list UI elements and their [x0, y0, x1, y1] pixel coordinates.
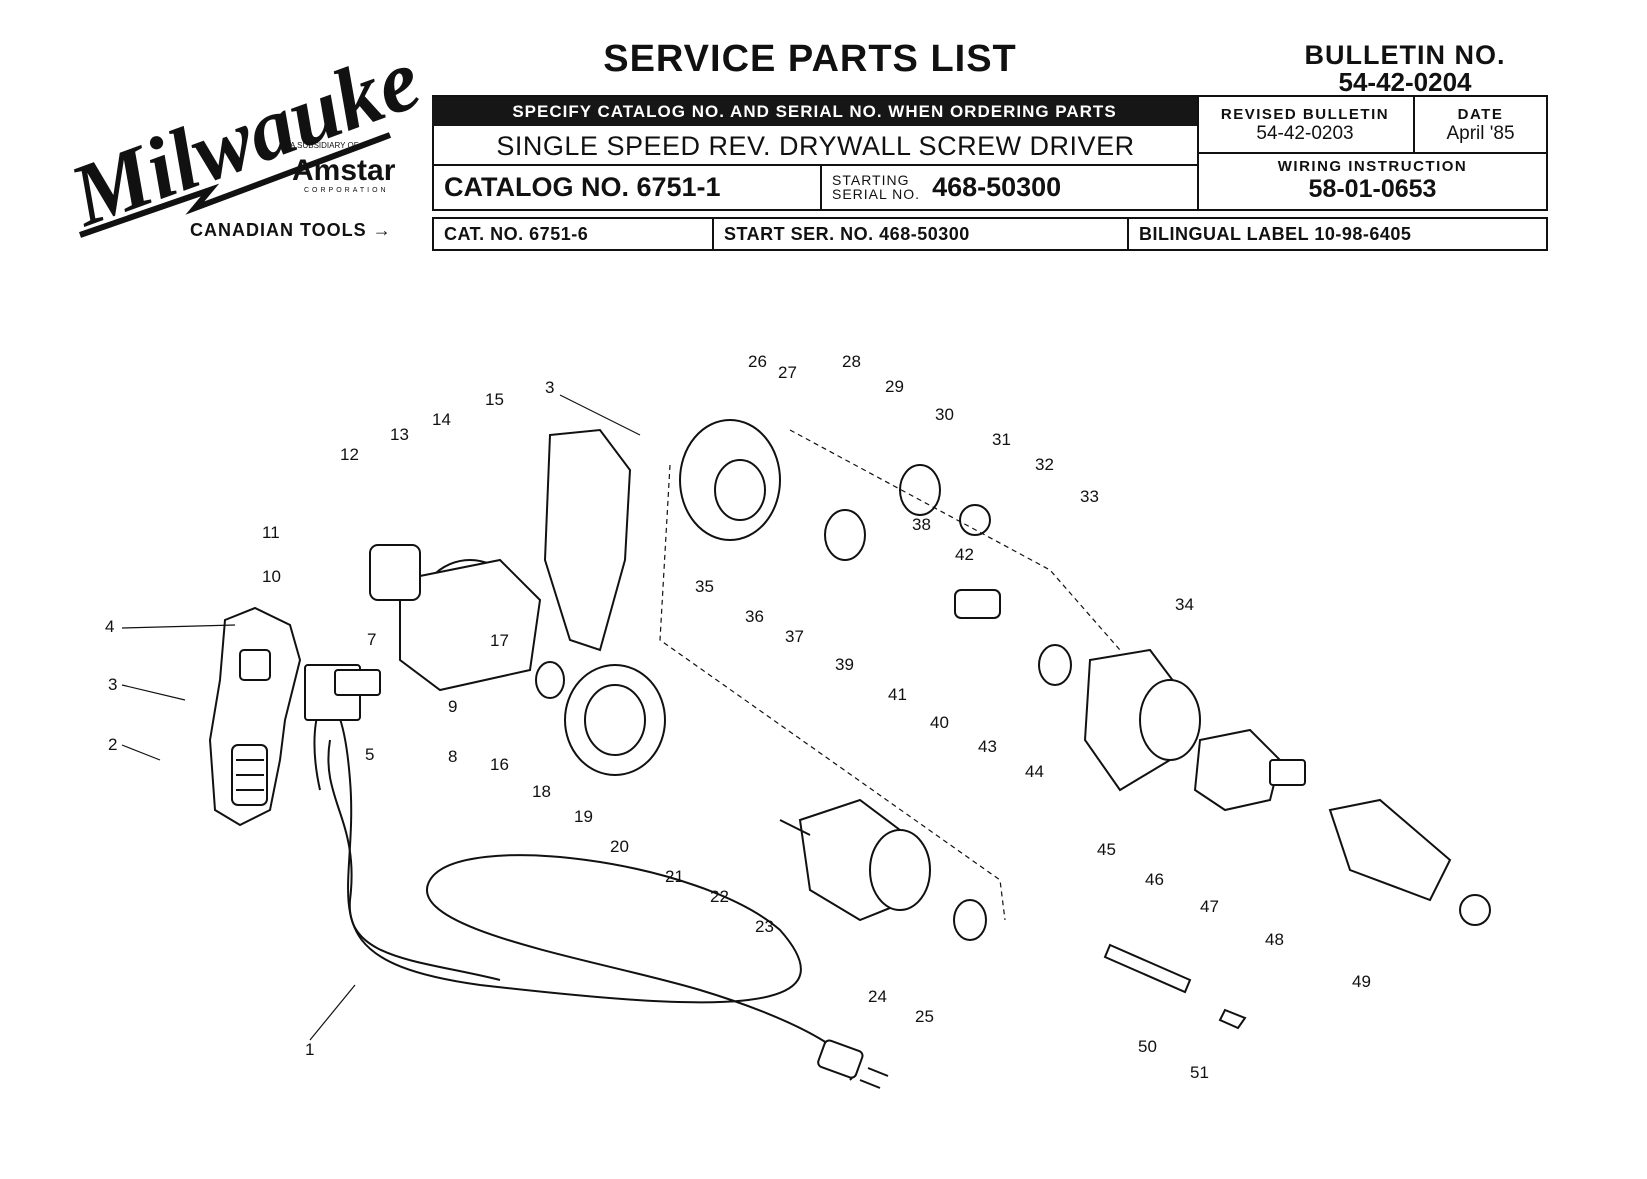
callout-24: 24 [868, 987, 887, 1006]
wiring-label: WIRING INSTRUCTION [1277, 158, 1468, 175]
callout-21: 21 [665, 867, 684, 886]
model-name: SINGLE SPEED REV. DRYWALL SCREW DRIVER [496, 130, 1135, 161]
canadian-label-text: CANADIAN TOOLS [190, 220, 367, 240]
callout-5: 5 [365, 745, 374, 764]
amstar-logo: Amstar [292, 154, 396, 187]
armature [779, 798, 931, 922]
page-title: SERVICE PARTS LIST [603, 38, 1017, 80]
catalog-number: CATALOG NO. 6751-1 [444, 171, 721, 202]
revised-value: 54-42-0203 [1256, 122, 1354, 144]
callout-23: 23 [755, 917, 774, 936]
wiring-value: 58-01-0653 [1308, 175, 1437, 203]
field-assembly [564, 664, 666, 776]
callout-30: 30 [935, 405, 954, 424]
revised-label: REVISED BULLETIN [1220, 105, 1390, 123]
wiring-instruction: WIRING INSTRUCTION 58-01-0653 [1197, 153, 1548, 209]
callout-16: 16 [490, 755, 509, 774]
callout-42: 42 [955, 545, 974, 564]
bearings [535, 644, 1072, 941]
callout-48: 48 [1265, 930, 1284, 949]
switch [304, 664, 381, 721]
gear-plate [679, 419, 781, 541]
nose-piece [1328, 798, 1491, 926]
callout-35: 35 [695, 577, 714, 596]
specify-note: SPECIFY CATALOG NO. AND SERIAL NO. WHEN … [432, 97, 1197, 126]
canadian-cat: CAT. NO. 6751-6 [434, 219, 714, 249]
bulletin-number: 54-42-0204 [1338, 67, 1472, 97]
callout-3b: 3 [545, 378, 554, 397]
clutch-housing [1193, 728, 1306, 812]
callout-36: 36 [745, 607, 764, 626]
gear-housing-plate [543, 428, 632, 652]
revised-bulletin: REVISED BULLETIN 54-42-0203 [1197, 97, 1413, 153]
callout-27: 27 [778, 363, 797, 382]
callout-40: 40 [930, 713, 949, 732]
callout-25: 25 [915, 1007, 934, 1026]
callout-20: 20 [610, 837, 629, 856]
callout-11: 11 [262, 523, 280, 542]
bilingual-label: BILINGUAL LABEL 10-98-6405 [1139, 223, 1412, 244]
callout-31: 31 [992, 430, 1011, 449]
date-label: DATE [1457, 105, 1504, 123]
callout-numbers: 1 2 3 3 4 5 7 8 9 10 11 12 13 14 15 16 1… [105, 352, 1371, 1082]
subsidiary-note: A SUBSIDIARY OF [290, 141, 359, 150]
starting-serial-label-1: STARTING [832, 172, 910, 188]
callout-9: 9 [448, 697, 457, 716]
callout-47: 47 [1200, 897, 1219, 916]
callout-1: 1 [305, 1040, 314, 1059]
bit-holder [1103, 943, 1247, 1030]
callout-44: 44 [1025, 762, 1044, 781]
callout-37: 37 [785, 627, 804, 646]
callout-8: 8 [448, 747, 457, 766]
callout-2: 2 [108, 735, 117, 754]
callout-49: 49 [1352, 972, 1371, 991]
cord-assembly [313, 700, 889, 1089]
date: DATE April '85 [1413, 97, 1548, 153]
canadian-row: CAT. NO. 6751-6 START SER. NO. 468-50300… [432, 217, 1548, 251]
callout-34: 34 [1175, 595, 1194, 614]
callout-38: 38 [912, 515, 931, 534]
callout-50: 50 [1138, 1037, 1157, 1056]
motor-housing [369, 544, 542, 692]
milwaukee-logo: Milwaukee A SUBSIDIARY OF Amstar CORPORA… [57, 17, 469, 255]
bulletin-label: BULLETIN NO. [1304, 40, 1506, 70]
callout-10: 10 [262, 567, 281, 586]
amstar-corporation: CORPORATION [304, 187, 389, 194]
bulletin-block: BULLETIN NO. 54-42-0204 [1290, 42, 1520, 96]
callout-29: 29 [885, 377, 904, 396]
callout-46: 46 [1145, 870, 1164, 889]
callout-33: 33 [1080, 487, 1099, 506]
callout-43: 43 [978, 737, 997, 756]
callout-3a: 3 [108, 675, 117, 694]
callout-22: 22 [710, 887, 729, 906]
gears [824, 464, 1001, 619]
canadian-start-serial: START SER. NO. 468-50300 [714, 219, 1129, 249]
handle-housing [208, 606, 302, 827]
callout-45: 45 [1097, 840, 1116, 859]
callout-12: 12 [340, 445, 359, 464]
callout-32: 32 [1035, 455, 1054, 474]
callout-51: 51 [1190, 1063, 1209, 1082]
callout-18: 18 [532, 782, 551, 801]
starting-serial-label-2: SERIAL NO. [832, 186, 921, 202]
callout-17: 17 [490, 631, 509, 650]
canadian-tools-label: CANADIAN TOOLS → [190, 220, 392, 241]
arrow-right-icon: → [372, 220, 392, 240]
callout-39: 39 [835, 655, 854, 674]
callout-28: 28 [842, 352, 861, 371]
callout-15: 15 [485, 390, 504, 409]
callout-7: 7 [367, 630, 376, 649]
callout-41: 41 [888, 685, 907, 704]
starting-serial-value: 468-50300 [932, 171, 1062, 202]
callout-13: 13 [390, 425, 409, 444]
gear-case [1083, 648, 1201, 792]
callout-26: 26 [748, 352, 767, 371]
date-value: April '85 [1446, 122, 1515, 144]
callout-4: 4 [105, 617, 114, 636]
callout-19: 19 [574, 807, 593, 826]
callout-14: 14 [432, 410, 451, 429]
